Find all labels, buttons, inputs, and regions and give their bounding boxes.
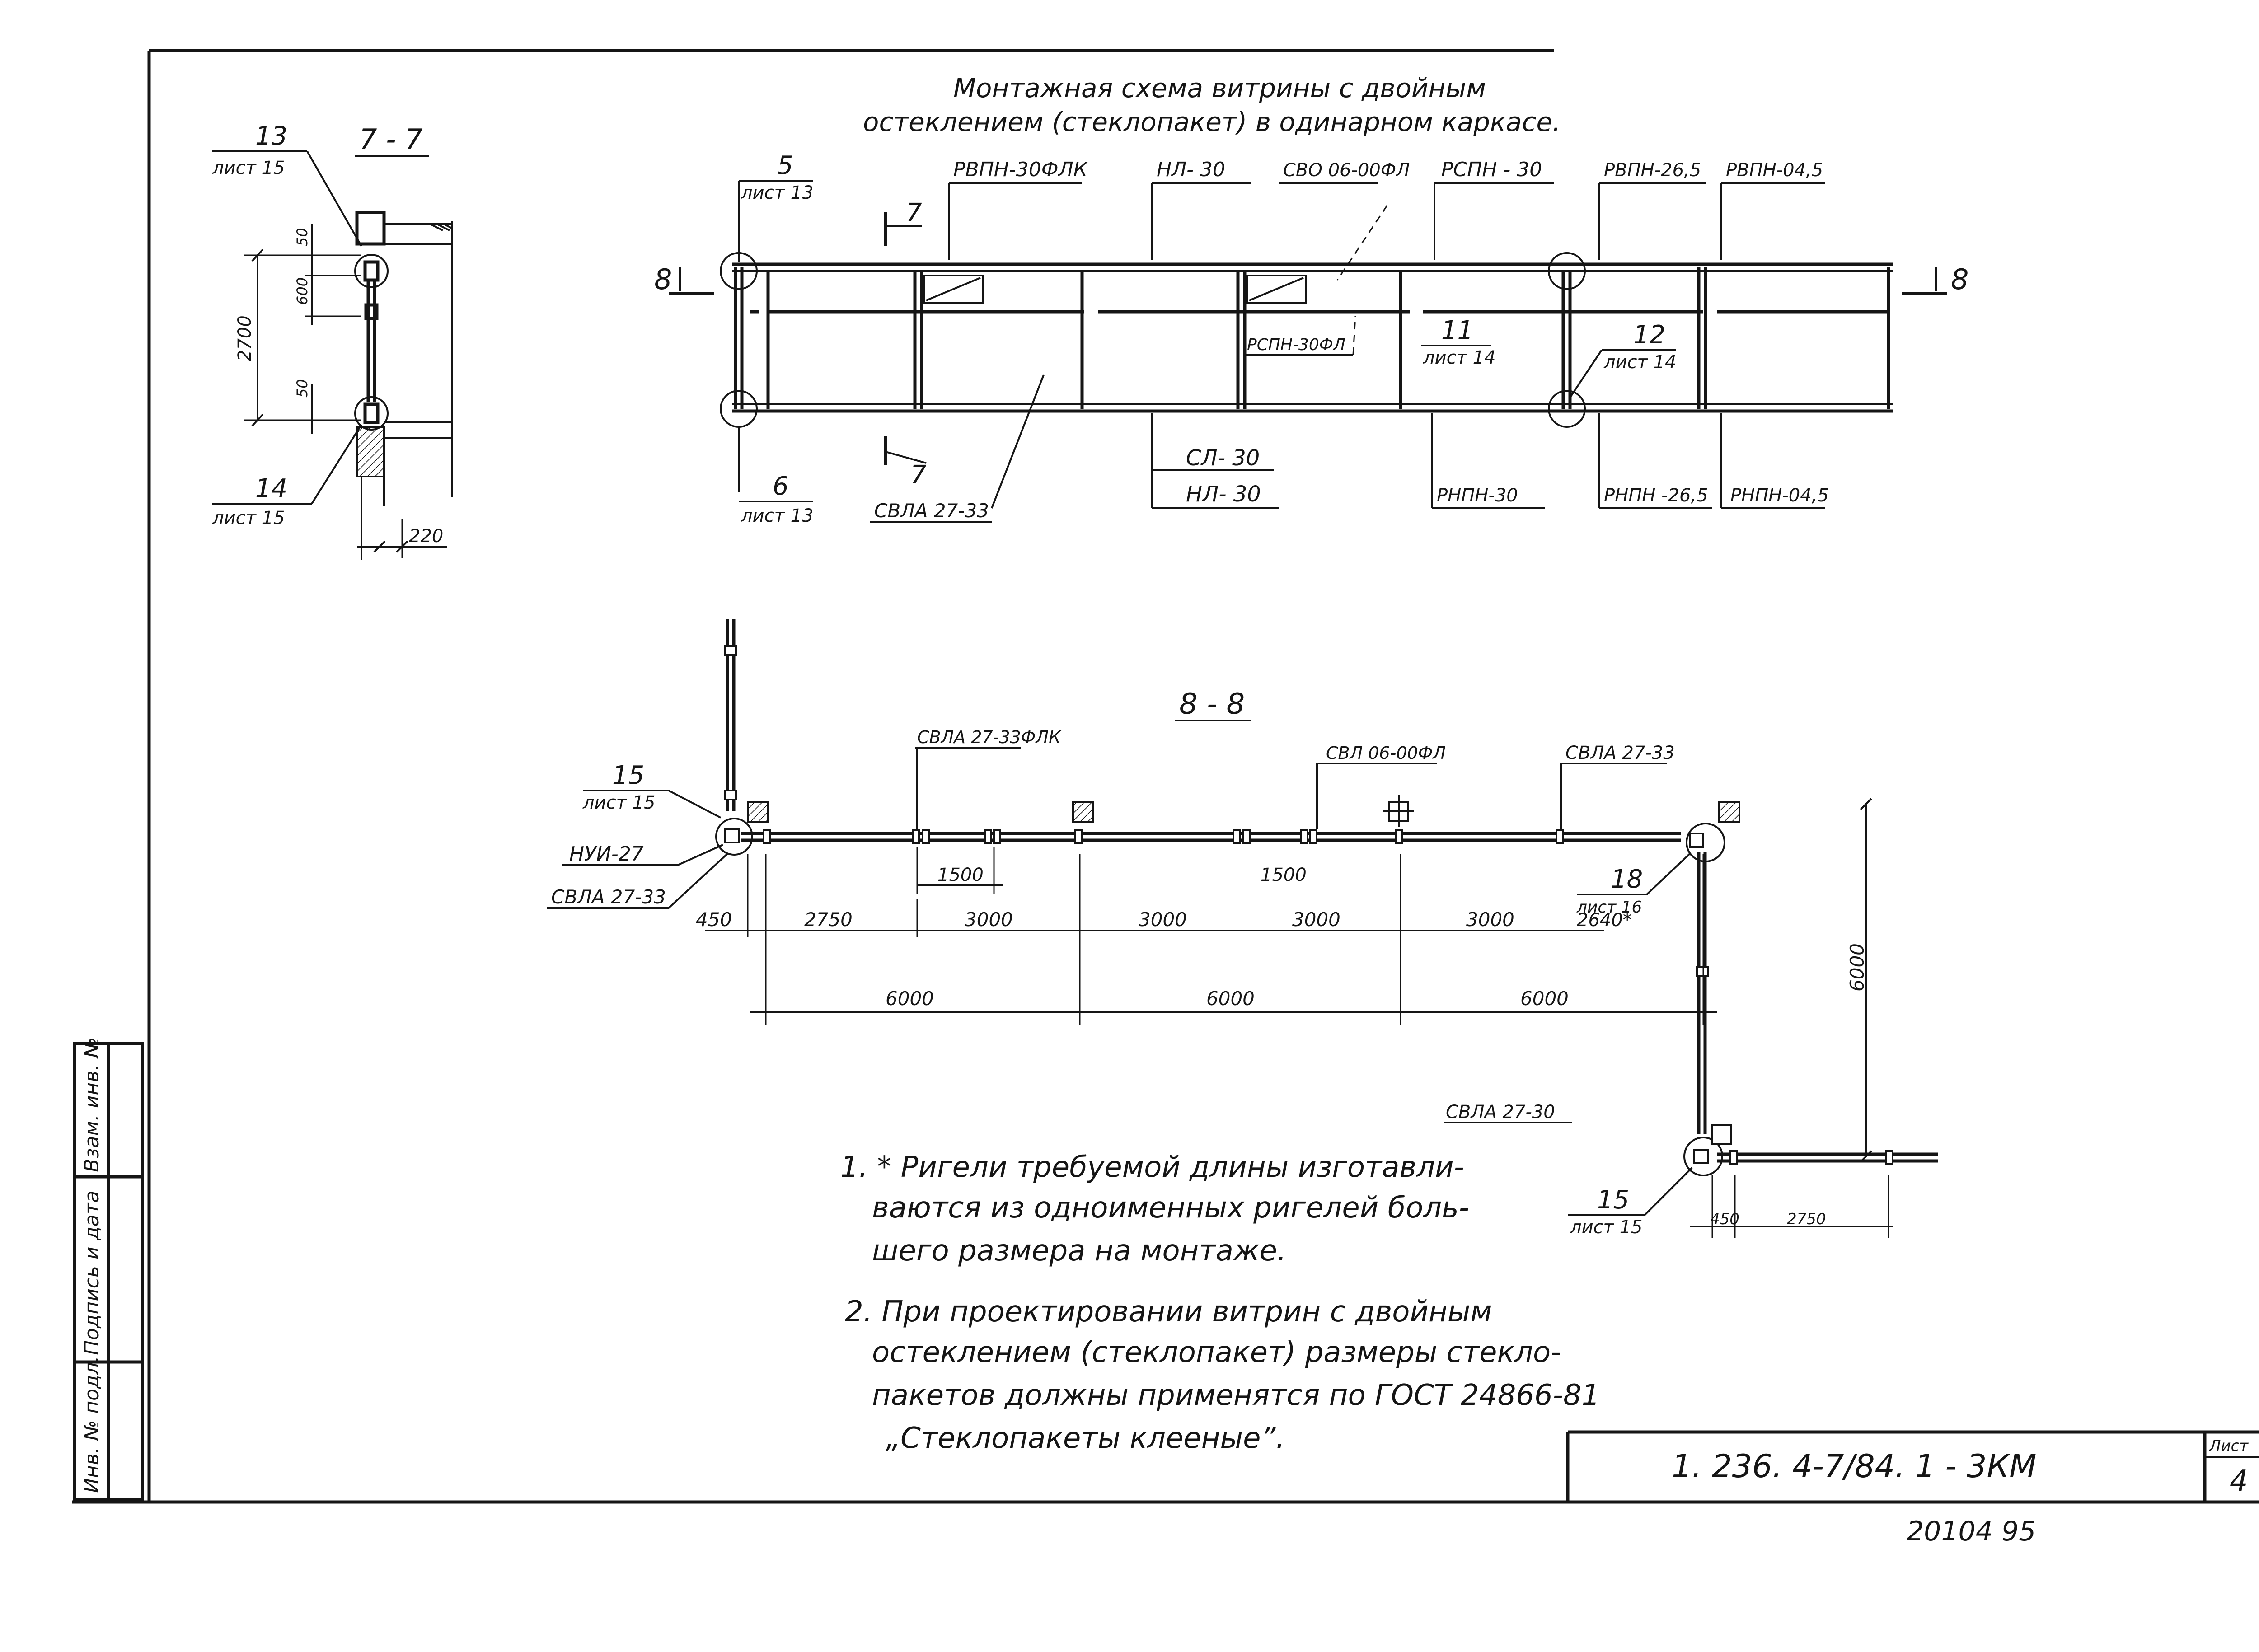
elev-label-nl30-bottom: НЛ- 30 — [1186, 482, 1261, 507]
callout-13-num: 13 — [255, 122, 287, 151]
dim-3000-c: 3000 — [1292, 908, 1340, 931]
dim-450: 450 — [696, 908, 732, 931]
title-block: 1. 236. 4-7/84. 1 - 3КМ Лист 4 20104 95 — [1566, 1430, 2259, 1547]
note-2-line4: „Стеклопакеты клееные”. — [886, 1422, 1285, 1455]
diagram-title-line2: остеклением (стеклопакет) в одинарном ка… — [863, 107, 1561, 137]
elev-label-rspn30: РСПН - 30 — [1441, 158, 1542, 181]
notes: 1. * Ригели требуемой длины изготавли- в… — [840, 1151, 1600, 1455]
callout-14-num: 14 — [255, 474, 287, 503]
drawing-code: 1. 236. 4-7/84. 1 - 3КМ — [1672, 1448, 2037, 1485]
callout-6-num: 6 — [773, 472, 789, 501]
callout-5-num: 5 — [777, 151, 793, 180]
elev-label-svo06: СВО 06-00ФЛ — [1283, 160, 1410, 181]
section-7-7: 7 - 7 13 лист 15 2700 — [212, 122, 453, 560]
sheet-number: 4 — [2230, 1465, 2248, 1498]
sheet-label: Лист — [2208, 1437, 2249, 1455]
elev-label-rnpn265: РНПН -26,5 — [1604, 485, 1708, 506]
note-1-line3: шего размера на монтаже. — [872, 1234, 1286, 1268]
cut-8-left: 8 — [654, 263, 672, 296]
plan-label-svla2733: СВЛА 27-33 — [1565, 743, 1675, 763]
dim-6000-a: 6000 — [886, 987, 934, 1010]
elev-label-rspn30fl: РСПН-30ФЛ — [1247, 336, 1345, 354]
note-2-line2: остеклением (стеклопакет) размеры стекло… — [872, 1336, 1561, 1369]
section-77-label: 7 - 7 — [359, 123, 423, 156]
side-stamp-vzam: Взам. инв. № — [80, 1037, 103, 1172]
plan-label-svla-left: СВЛА 27-33 — [551, 886, 666, 908]
elev-label-nl30-top: НЛ- 30 — [1157, 158, 1225, 181]
callout-15-num: 15 — [612, 761, 644, 790]
plan-label-svla2733flk: СВЛА 27-33ФЛК — [917, 727, 1062, 747]
note-1-line1: 1. * Ригели требуемой длины изготавли- — [840, 1151, 1464, 1184]
cut-7-top: 7 — [906, 198, 922, 228]
dim-3000-a: 3000 — [965, 908, 1013, 931]
note-1-line2: ваются из одноименных ригелей боль- — [872, 1191, 1469, 1225]
dim-220: 220 — [409, 526, 443, 547]
dim-2700: 2700 — [234, 315, 255, 361]
dim-6000-vertical: 6000 — [1846, 943, 1868, 992]
note-2-line1: 2. При проектировании витрин с двойным — [845, 1295, 1492, 1329]
side-stamp-inv: Инв. № подл. — [80, 1356, 103, 1493]
dim-450-bottom: 450 — [1710, 1210, 1739, 1228]
dim-3000-b: 3000 — [1139, 908, 1187, 931]
elev-label-svla: СВЛА 27-33 — [874, 500, 989, 522]
sheet-frame — [72, 49, 2259, 1504]
callout-18-num: 18 — [1611, 865, 1643, 894]
callout-5-sheet: лист 13 — [741, 183, 813, 203]
note-2-line3: пакетов должны применятся по ГОСТ 24866-… — [872, 1379, 1600, 1412]
callout-11-sheet: лист 14 — [1423, 347, 1495, 368]
diagram-title-line1: Монтажная схема витрины с двойным — [953, 73, 1486, 103]
plan-8-8: 8 - 8 — [547, 619, 1938, 1238]
dim-50-top: 50 — [294, 228, 311, 246]
order-number: 20104 95 — [1907, 1516, 2036, 1547]
elev-label-rvpn30flk: РВПН-30ФЛК — [953, 158, 1088, 181]
dim-3000-d: 3000 — [1466, 908, 1514, 931]
dim-6000-c: 6000 — [1520, 987, 1569, 1010]
dim-6000-b: 6000 — [1206, 987, 1255, 1010]
callout-14-sheet: лист 15 — [212, 508, 285, 529]
side-stamp: Инв. № подл. Подпись и дата Взам. инв. № — [73, 1037, 144, 1502]
callout-6-sheet: лист 13 — [741, 505, 813, 526]
plan-label-svla2730: СВЛА 27-30 — [1446, 1102, 1555, 1123]
dim-2750-bottom: 2750 — [1787, 1210, 1826, 1228]
dim-2640: 2640* — [1577, 910, 1632, 931]
callout-13-sheet: лист 15 — [212, 158, 285, 178]
dim-600: 600 — [294, 277, 311, 305]
elev-label-rvpn045: РВПН-04,5 — [1726, 160, 1823, 181]
callout-15b-sheet: лист 15 — [1570, 1217, 1642, 1238]
plan-88-label: 8 - 8 — [1179, 688, 1245, 721]
callout-12-sheet: лист 14 — [1603, 352, 1676, 373]
elevation-view: РВПН-30ФЛК НЛ- 30 СВО 06-00ФЛ РСПН - 30 … — [654, 151, 1968, 526]
elev-label-rnpn30: РНПН-30 — [1437, 485, 1518, 506]
elev-label-rvpn265: РВПН-26,5 — [1604, 160, 1701, 181]
dim-1500-b: 1500 — [1261, 865, 1307, 885]
dim-2750: 2750 — [804, 908, 853, 931]
side-stamp-podpis: Подпись и дата — [80, 1191, 103, 1355]
callout-15b-num: 15 — [1597, 1185, 1629, 1215]
callout-11-num: 11 — [1441, 316, 1473, 345]
plan-label-svl06: СВЛ 06-00ФЛ — [1326, 743, 1446, 763]
callout-15-sheet: лист 15 — [582, 792, 655, 813]
dim-50-bottom: 50 — [294, 379, 311, 398]
callout-18-sheet: лист 16 — [1576, 898, 1642, 917]
cut-8-right: 8 — [1951, 263, 1968, 296]
elev-label-sl30: СЛ- 30 — [1186, 445, 1260, 471]
dim-1500-a: 1500 — [937, 865, 984, 885]
callout-12-num: 12 — [1633, 320, 1665, 350]
elev-label-rnpn045: РНПН-04,5 — [1730, 485, 1829, 506]
plan-label-nui27: НУИ-27 — [569, 842, 644, 866]
cut-7-bottom: 7 — [910, 460, 927, 490]
